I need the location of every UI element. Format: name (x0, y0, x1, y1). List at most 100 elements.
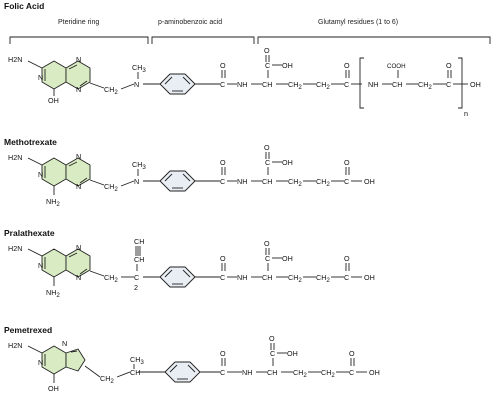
svg-text:O: O (264, 46, 270, 55)
svg-text:C: C (446, 80, 451, 89)
svg-text:CH2: CH2 (288, 273, 302, 284)
svg-text:OH: OH (282, 61, 293, 70)
svg-text:CH2: CH2 (288, 177, 302, 188)
svg-text:O: O (264, 143, 270, 152)
repeat-n: n (464, 109, 468, 118)
structure-methotrexate: H2N N N N NH2 CH2 N CH3 C O NH CH C O OH… (8, 143, 375, 208)
svg-text:CH2: CH2 (321, 368, 335, 379)
bracket-paba (151, 36, 255, 44)
svg-text:NH: NH (368, 80, 378, 89)
svg-text:C: C (220, 368, 225, 377)
svg-text:OH: OH (470, 80, 481, 89)
svg-text:OH: OH (364, 273, 375, 282)
svg-text:CH3: CH3 (130, 355, 144, 366)
atom-n: N (76, 85, 81, 94)
svg-text:H2N: H2N (8, 244, 22, 253)
svg-text:CH2: CH2 (418, 80, 432, 91)
svg-text:O: O (220, 61, 226, 70)
svg-text:N: N (38, 358, 43, 367)
svg-text:C: C (220, 177, 225, 186)
svg-text:CH: CH (134, 237, 144, 246)
svg-text:O: O (220, 158, 226, 167)
atom-oh: OH (48, 96, 59, 105)
svg-text:CH: CH (134, 255, 144, 264)
benzene-ring-icon (159, 266, 196, 288)
svg-text:N: N (134, 177, 139, 186)
svg-text:CH2: CH2 (104, 273, 118, 284)
svg-text:CH: CH (267, 368, 277, 377)
svg-text:CH2: CH2 (288, 80, 302, 91)
svg-text:O: O (344, 61, 350, 70)
svg-text:C: C (265, 254, 270, 263)
svg-text:N: N (76, 152, 81, 161)
svg-text:OH: OH (364, 177, 375, 186)
svg-text:O: O (446, 61, 452, 70)
svg-text:2: 2 (134, 283, 138, 292)
svg-text:CH: CH (392, 80, 402, 89)
svg-text:N: N (38, 261, 43, 270)
svg-text:OH: OH (282, 158, 293, 167)
structure-pemetrexed: H2N N N OH CH2 CH CH3 C O NH CH C O OH C… (8, 334, 380, 393)
svg-text:CH: CH (130, 368, 140, 377)
svg-text:H2N: H2N (8, 341, 22, 350)
svg-text:CH2: CH2 (316, 80, 330, 91)
svg-text:N: N (62, 339, 67, 348)
svg-text:CH2: CH2 (293, 368, 307, 379)
molecule-title-pralathexate: Pralathexate (4, 228, 55, 238)
svg-text:C: C (134, 273, 139, 282)
header-pteridine-ring: Pteridine ring (58, 19, 99, 26)
svg-text:O: O (344, 254, 350, 263)
pteridine-ring-icon (41, 60, 91, 90)
svg-text:C: C (344, 273, 349, 282)
svg-text:C: C (220, 273, 225, 282)
svg-text:CH: CH (262, 273, 272, 282)
svg-text:O: O (349, 349, 355, 358)
atom-n: N (76, 55, 81, 64)
svg-text:C: C (270, 349, 275, 358)
benzene-ring-icon (159, 170, 196, 192)
svg-text:C: C (349, 368, 354, 377)
atom-cooh: COOH (387, 63, 406, 70)
header-glutamyl: Glutamyl residues (1 to 6) (318, 19, 398, 26)
benzene-ring-icon (159, 73, 196, 95)
svg-text:NH2: NH2 (46, 197, 60, 208)
atom-n-linker: N (134, 80, 139, 89)
svg-text:CH2: CH2 (104, 182, 118, 193)
svg-text:N: N (76, 182, 81, 191)
svg-text:CH3: CH3 (132, 160, 146, 171)
svg-text:C: C (265, 61, 270, 70)
structure-folic-acid: H2N N N N OH CH2 N CH3 C O NH CH C O OH … (8, 46, 481, 118)
svg-text:CH2: CH2 (100, 374, 114, 385)
svg-text:O: O (220, 349, 226, 358)
svg-text:CH3: CH3 (132, 63, 146, 74)
bracket-pteridine (9, 36, 149, 44)
pyrrolopyrimidine-ring-icon (41, 345, 86, 375)
svg-text:OH: OH (282, 254, 293, 263)
svg-text:N: N (38, 170, 43, 179)
molecule-title-folic-acid: Folic Acid (4, 1, 44, 11)
svg-text:N: N (76, 273, 81, 282)
svg-text:C: C (344, 177, 349, 186)
svg-text:CH2: CH2 (316, 273, 330, 284)
svg-text:H2N: H2N (8, 153, 22, 162)
benzene-ring-icon (164, 361, 201, 383)
svg-text:O: O (264, 239, 270, 248)
pteridine-ring-icon (41, 157, 91, 187)
svg-text:NH: NH (237, 177, 247, 186)
svg-text:NH: NH (242, 368, 252, 377)
header-paba: p-aminobenzoic acid (158, 19, 222, 26)
pteridine-ring-icon (41, 248, 91, 278)
svg-text:C: C (265, 158, 270, 167)
structure-pralathexate: H2N N N N NH2 CH2 C 2 CH CH C O NH CH C … (8, 237, 375, 299)
svg-text:OH: OH (287, 349, 298, 358)
atom-c: C (220, 80, 225, 89)
svg-text:N: N (76, 243, 81, 252)
molecule-title-pemetrexed: Pemetrexed (4, 325, 52, 335)
svg-text:OH: OH (48, 384, 59, 393)
svg-text:CH2: CH2 (104, 85, 118, 96)
atom-h2n: H2N (8, 55, 22, 64)
svg-text:O: O (344, 158, 350, 167)
svg-text:NH: NH (237, 80, 247, 89)
svg-text:OH: OH (369, 368, 380, 377)
